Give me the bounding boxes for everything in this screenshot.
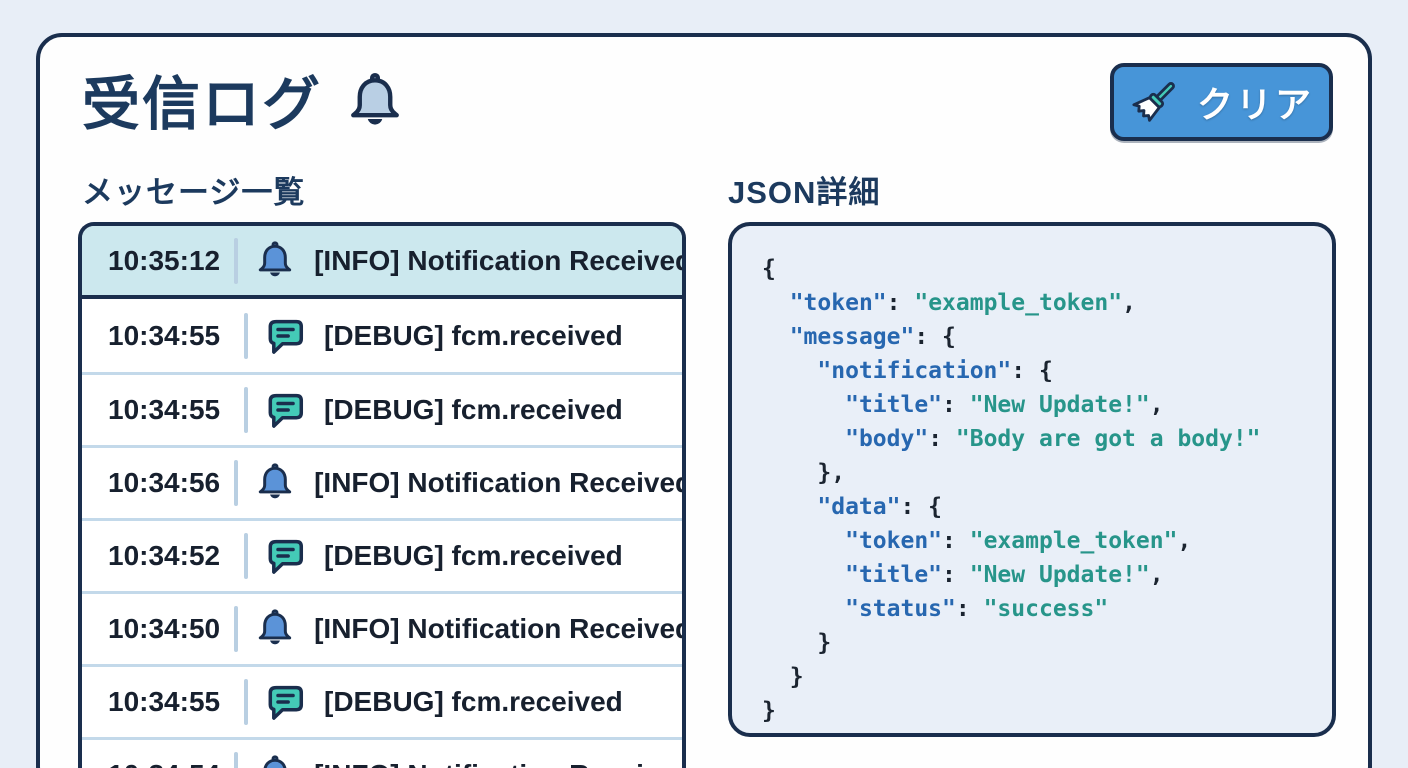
row-time: 10:34:55 bbox=[108, 394, 221, 425]
log-row[interactable]: 10:34:55 [DEBUG] fcm.received bbox=[82, 372, 682, 445]
row-time: 10:34:56 bbox=[108, 467, 221, 498]
chat-icon bbox=[268, 539, 304, 574]
chat-icon bbox=[268, 393, 304, 428]
bell-icon bbox=[258, 463, 292, 500]
main-card: 受信ログ クリア メッセージ一覧 JSON詳細 10:35:12 bbox=[36, 33, 1372, 768]
message-list-heading: メッセージ一覧 bbox=[82, 175, 306, 210]
log-row[interactable]: 10:34:54 [INFO] Notification Received bbox=[82, 737, 682, 768]
bell-icon bbox=[258, 755, 292, 768]
row-text: [INFO] Notification Received bbox=[314, 467, 686, 498]
row-divider bbox=[244, 312, 248, 359]
log-row[interactable]: 10:34:56 [INFO] Notification Received bbox=[82, 445, 682, 518]
chat-icon bbox=[268, 685, 304, 720]
row-text: [INFO] Notification Received bbox=[314, 759, 682, 768]
row-divider bbox=[234, 460, 239, 506]
row-time: 10:34:55 bbox=[108, 319, 221, 351]
row-time: 10:34:55 bbox=[108, 686, 221, 717]
row-text: [DEBUG] fcm.received bbox=[324, 686, 623, 717]
row-text: [DEBUG] fcm.received bbox=[324, 394, 623, 425]
bell-icon bbox=[258, 240, 292, 278]
row-time: 10:34:54 bbox=[108, 759, 220, 768]
row-time: 10:34:52 bbox=[108, 540, 221, 571]
row-time: 10:35:12 bbox=[108, 244, 221, 276]
bell-icon bbox=[344, 71, 406, 133]
row-divider bbox=[234, 752, 239, 768]
log-row[interactable]: 10:34:55 [DEBUG] fcm.received bbox=[82, 299, 682, 372]
message-list: 10:35:12 [INFO] Notification Received 10… bbox=[78, 222, 686, 768]
log-row[interactable]: 10:34:52 [DEBUG] fcm.received bbox=[82, 518, 682, 591]
log-row[interactable]: 10:34:50 [INFO] Notification Received bbox=[82, 591, 682, 664]
clear-button[interactable]: クリア bbox=[1110, 63, 1333, 141]
row-divider bbox=[244, 387, 248, 433]
chat-icon bbox=[268, 319, 304, 354]
log-row[interactable]: 10:35:12 [INFO] Notification Received bbox=[82, 226, 682, 299]
row-divider bbox=[234, 606, 239, 652]
json-heading: JSON詳細 bbox=[728, 175, 881, 210]
row-time: 10:34:50 bbox=[108, 613, 221, 644]
row-divider bbox=[244, 533, 248, 579]
json-panel: { "token": "example_token", "message": {… bbox=[728, 222, 1336, 737]
row-text: [INFO] Notification Received bbox=[314, 244, 686, 276]
row-divider bbox=[234, 237, 239, 284]
row-divider bbox=[244, 679, 248, 725]
row-text: [DEBUG] fcm.received bbox=[324, 319, 623, 351]
json-code: { "token": "example_token", "message": {… bbox=[762, 256, 1261, 724]
log-row[interactable]: 10:34:55 [DEBUG] fcm.received bbox=[82, 664, 682, 737]
page-title-text: 受信ログ bbox=[82, 72, 323, 137]
row-text: [DEBUG] fcm.received bbox=[324, 540, 623, 571]
broom-icon bbox=[1132, 82, 1175, 122]
page-title: 受信ログ bbox=[82, 57, 406, 141]
row-text: [INFO] Notification Received bbox=[314, 613, 686, 644]
bell-icon bbox=[258, 609, 292, 646]
clear-button-label: クリア bbox=[1196, 84, 1314, 125]
